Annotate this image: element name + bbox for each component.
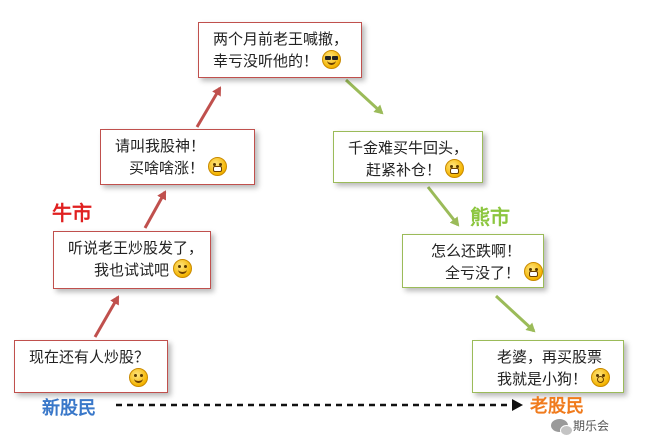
stage-4-line1: 两个月前老王喊撤， (213, 30, 349, 48)
stage-4-line2: 幸亏没听他的！ (213, 52, 319, 70)
stage-7-box: 老婆，再买股票 我就是小狗！ (472, 340, 624, 393)
stage-5-line2: 赶紧补仓！ (366, 161, 442, 179)
bull-market-label: 牛市 (52, 201, 92, 225)
stage-1-box: 现在还有人炒股？ (14, 340, 168, 393)
bear-market-label: 熊市 (470, 205, 510, 229)
stage-3-line1: 请叫我股神！ (115, 137, 206, 155)
stage-5-box: 千金难买牛回头， 赶紧补仓！ (333, 131, 483, 183)
arrow-box6-to-box7 (494, 294, 536, 333)
stage-6-box: 怎么还跌啊！ 全亏没了！ (402, 234, 544, 288)
stage-6-line2: 全亏没了！ (445, 264, 521, 282)
wechat-icon (551, 419, 573, 436)
stage-4-box: 两个月前老王喊撤， 幸亏没听他的！ (198, 22, 362, 78)
crying-laugh-face-icon (524, 262, 544, 281)
grinning-face-icon (208, 157, 228, 176)
stage-1-line1: 现在还有人炒股？ (29, 348, 150, 366)
stage-5-line1: 千金难买牛回头， (348, 139, 469, 157)
grimacing-face-icon (445, 159, 465, 178)
arrow-box3-to-box4 (195, 86, 222, 128)
sunglasses-face-icon (322, 50, 342, 69)
arrow-box5-to-box6 (426, 186, 460, 227)
crying-face-icon (591, 368, 611, 387)
stage-7-line2: 我就是小狗！ (497, 370, 588, 388)
stage-2-box: 听说老王炒股发了， 我也试试吧 (53, 231, 211, 289)
stage-3-box: 请叫我股神！ 买啥啥涨！ (100, 129, 255, 185)
veteran-investor-label: 老股民 (530, 396, 584, 417)
stage-6-line1: 怎么还跌啊！ (431, 242, 522, 260)
stage-7-line1: 老婆，再买股票 (497, 348, 603, 366)
thinking-face-icon (129, 368, 148, 387)
smiling-face-icon (173, 259, 193, 278)
arrow-box4-to-box5 (344, 78, 384, 115)
stage-2-line2: 我也试试吧 (94, 261, 170, 279)
arrow-box2-to-box3 (143, 190, 167, 229)
arrow-box1-to-box2 (93, 295, 120, 338)
stage-3-line2: 买啥啥涨！ (129, 159, 205, 177)
new-investor-label: 新股民 (42, 398, 96, 419)
stage-2-line1: 听说老王炒股发了， (68, 239, 204, 257)
watermark-label: 期乐会 (573, 419, 610, 433)
